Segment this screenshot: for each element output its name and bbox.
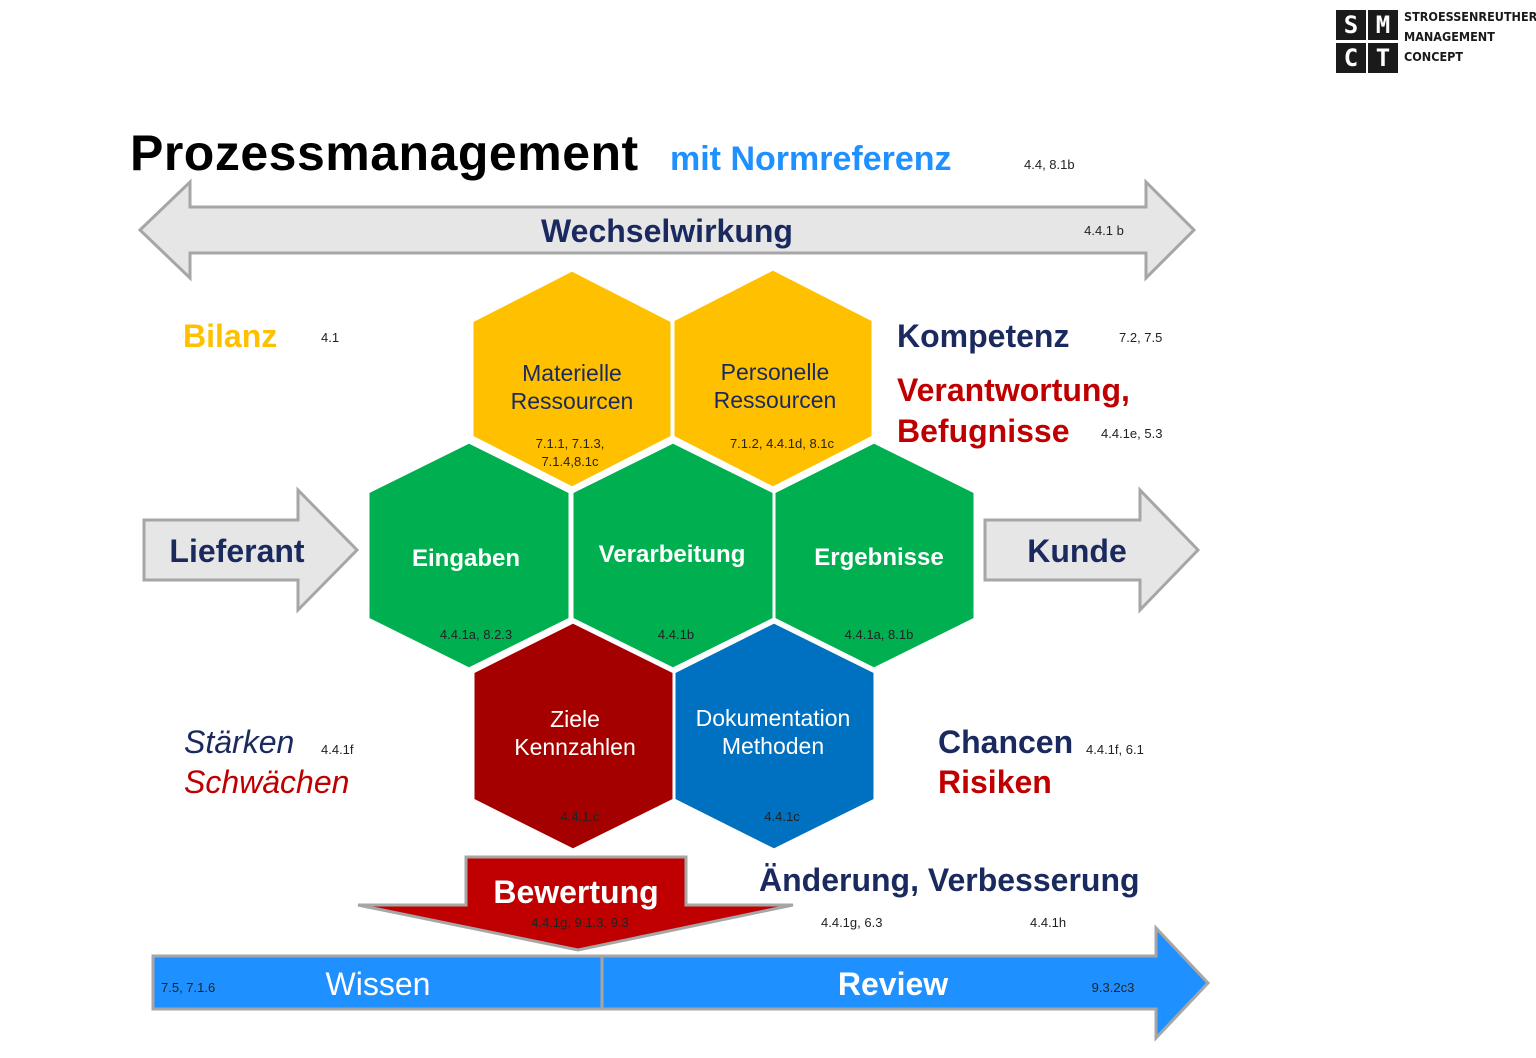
ziele-line2: Kennzahlen: [514, 734, 636, 760]
hex-eingaben: [366, 440, 572, 671]
dokumentation-ref: 4.4.1c: [764, 809, 800, 824]
ziele-line1: Ziele: [550, 706, 600, 732]
logo-letter-s: S: [1336, 10, 1366, 40]
hex-dokumentation: [672, 620, 877, 852]
wechselwirkung-ref: 4.4.1 b: [1084, 223, 1124, 238]
materielle-line1: Materielle: [522, 360, 622, 386]
bewertung-arrow: [357, 855, 794, 952]
review-label: Review: [838, 966, 948, 1002]
lieferant-arrow: [142, 486, 360, 614]
bilanz-label: Bilanz: [183, 318, 278, 354]
dokumentation-line2: Methoden: [722, 733, 824, 759]
smct-logo: S M C T STROESSENREUTHER MANAGEMENT CONC…: [1334, 8, 1536, 76]
logo-letter-t: T: [1368, 43, 1398, 73]
bewertung-ref: 4.4.1g, 9.1.3, 9.3: [531, 915, 629, 930]
logo-line-2: MANAGEMENT: [1404, 29, 1495, 44]
eingaben-ref: 4.4.1a, 8.2.3: [440, 627, 512, 642]
ziele-ref: 4.4.1.c: [560, 809, 600, 824]
hex-ergebnisse: [772, 440, 977, 671]
chancen-label: Chancen: [938, 724, 1074, 760]
materielle-ref2: 7.1.4,8.1c: [541, 454, 599, 469]
lieferant-label: Lieferant: [169, 533, 304, 569]
logo-letter-c: C: [1336, 43, 1366, 73]
aenderung-label: Änderung, Verbesserung: [759, 862, 1140, 898]
bilanz-ref: 4.1: [321, 330, 340, 345]
verantwortung-line1: Verantwortung,: [897, 372, 1130, 408]
kompetenz-ref: 7.2, 7.5: [1119, 330, 1163, 345]
kompetenz-label: Kompetenz: [897, 318, 1070, 354]
staerken-label: Stärken: [184, 724, 295, 760]
verarbeitung-label: Verarbeitung: [599, 541, 746, 568]
materielle-line2: Ressourcen: [511, 388, 634, 414]
logo-letter-m: M: [1368, 10, 1398, 40]
page-subtitle: mit Normreferenz: [670, 140, 952, 178]
kunde-label: Kunde: [1027, 533, 1127, 569]
bewertung-label: Bewertung: [493, 874, 658, 910]
risiken-label: Risiken: [938, 764, 1052, 800]
verarbeitung-ref: 4.4.1b: [658, 627, 694, 642]
verantwortung-ref: 4.4.1e, 5.3: [1101, 426, 1163, 441]
personelle-line2: Ressourcen: [714, 387, 837, 413]
wechselwirkung-label: Wechselwirkung: [541, 213, 793, 249]
wissen-label: Wissen: [326, 966, 431, 1002]
logo-line-3: CONCEPT: [1404, 49, 1464, 64]
aenderung-ref-1: 4.4.1g, 6.3: [821, 915, 883, 930]
wissen-ref: 7.5, 7.1.6: [161, 980, 215, 995]
verantwortung-line2: Befugnisse: [897, 413, 1070, 449]
page-title: Prozessmanagement: [130, 125, 639, 181]
personelle-ref: 7.1.2, 4.4.1d, 8.1c: [730, 436, 835, 451]
eingaben-label: Eingaben: [412, 545, 520, 572]
materielle-ref1: 7.1.1, 7.1.3,: [536, 436, 605, 451]
dokumentation-line1: Dokumentation: [696, 705, 851, 731]
wissen-review-arrow: [151, 924, 1211, 1042]
logo-line-1: STROESSENREUTHER: [1404, 9, 1536, 24]
title-ref: 4.4, 8.1b: [1024, 157, 1075, 172]
schwaechen-label: Schwächen: [184, 764, 350, 800]
personelle-line1: Personelle: [721, 359, 830, 385]
ergebnisse-ref: 4.4.1a, 8.1b: [845, 627, 914, 642]
wechselwirkung-arrow: [137, 178, 1197, 282]
kunde-arrow: [983, 486, 1201, 614]
aenderung-ref-2: 4.4.1h: [1030, 915, 1067, 930]
staerken-ref: 4.4.1f: [321, 742, 354, 757]
review-ref: 9.3.2c3: [1092, 980, 1135, 995]
hex-personelle: [671, 267, 875, 490]
ergebnisse-label: Ergebnisse: [814, 544, 943, 571]
chancen-ref: 4.4.1f, 6.1: [1086, 742, 1144, 757]
